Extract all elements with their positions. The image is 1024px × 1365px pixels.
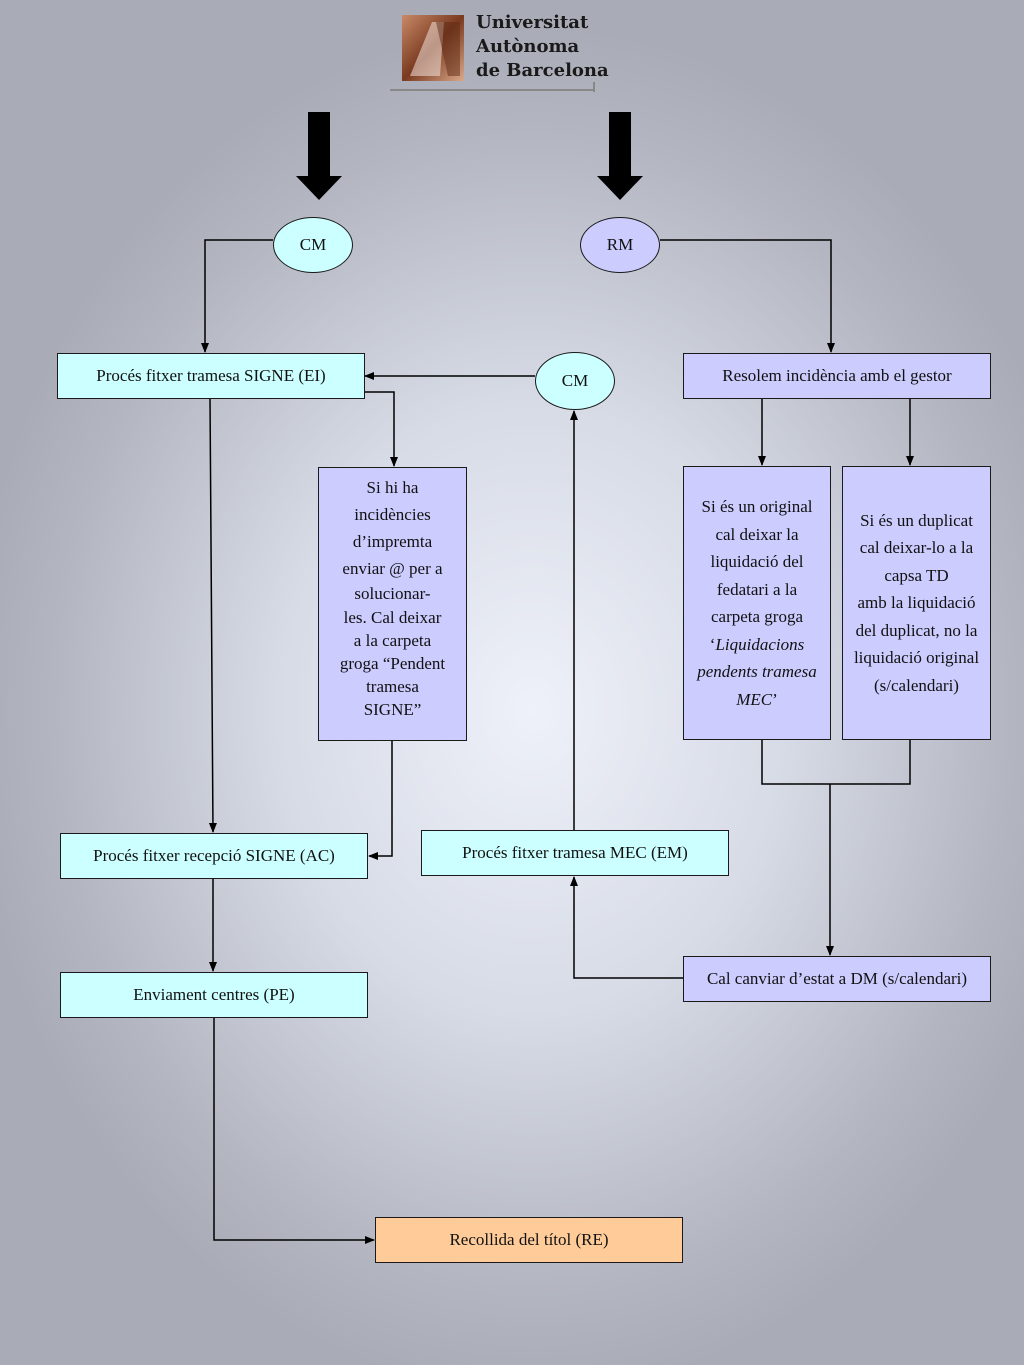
original-note-line: ‘Liquidacions xyxy=(709,634,805,654)
node-original-note: Si és un original cal deixar la liquidac… xyxy=(683,466,831,740)
imprempta-note-line: tramesa xyxy=(366,677,419,696)
original-note-line: MEC’ xyxy=(736,689,778,709)
node-canviar-dm: Cal canviar d’estat a DM (s/calendari) xyxy=(683,956,991,1002)
arrow-enviament-to-recollida xyxy=(213,1018,375,1244)
arrow-signe-ei-to-note xyxy=(365,391,398,467)
imprempta-note-line: les. Cal deixar xyxy=(343,608,442,627)
arrow-rm-to-gestor xyxy=(660,239,835,353)
entry-arrow-right xyxy=(597,112,643,200)
node-incidencia-gestor: Resolem incidència amb el gestor xyxy=(683,353,991,399)
original-note-line: fedatari a la xyxy=(716,579,798,599)
imprempta-note-line: d’impremta xyxy=(352,532,433,551)
imprempta-note-line: incidències xyxy=(354,505,431,524)
line-original-merge xyxy=(761,740,911,785)
node-imprempta-note: Si hi ha incidències d’impremta enviar @… xyxy=(318,467,467,741)
original-note-italic: pendents tramesa xyxy=(697,662,817,681)
entry-arrow-left xyxy=(296,112,342,200)
node-signe-ei: Procés fitxer tramesa SIGNE (EI) xyxy=(57,353,365,399)
arrow-signe-ei-to-recepcio xyxy=(208,397,217,833)
original-note-line: carpeta groga xyxy=(710,607,804,626)
imprempta-note-line: enviar @ per a xyxy=(342,559,443,578)
uab-logo-icon xyxy=(390,15,476,91)
imprempta-note-line: Si hi ha xyxy=(366,478,419,497)
imprempta-note-line: groga “Pendent xyxy=(339,654,446,673)
logo-name-line3: de Barcelona xyxy=(476,60,609,81)
node-tramesa-mec: Procés fitxer tramesa MEC (EM) xyxy=(421,830,729,876)
node-rm-top: RM xyxy=(580,217,660,273)
original-note-line: pendents tramesa xyxy=(687,658,827,686)
node-enviament-pe: Enviament centres (PE) xyxy=(60,972,368,1018)
original-note-italic: MEC xyxy=(736,689,773,709)
duplicat-note-line: del duplicat, no la xyxy=(855,620,978,640)
arrow-cm-to-signe-ei xyxy=(201,239,273,353)
duplicat-note-line: cal deixar-lo a la xyxy=(859,538,974,558)
imprempta-note-line: SIGNE” xyxy=(363,700,422,719)
node-duplicat-note: Si és un duplicat cal deixar-lo a la cap… xyxy=(842,466,991,740)
node-recepcio-ac: Procés fitxer recepció SIGNE (AC) xyxy=(60,833,368,879)
node-cm-mid: CM xyxy=(535,352,615,410)
original-note-line: Si és un original xyxy=(701,497,813,516)
logo-name-line1: Universitat xyxy=(476,12,589,33)
duplicat-note-line: capsa TD xyxy=(884,565,949,585)
node-recollida-re: Recollida del títol (RE) xyxy=(375,1217,683,1263)
duplicat-note-line: liquidació original xyxy=(853,648,980,668)
duplicat-note-line: (s/calendari) xyxy=(874,675,959,695)
original-note-line: cal deixar la xyxy=(715,524,799,544)
arrow-dm-to-mec xyxy=(570,876,683,979)
arrow-note-to-recepcio xyxy=(368,740,393,860)
original-note-italic: Liquidacions xyxy=(715,634,805,654)
university-logo: Universitat Autònoma de Barcelona xyxy=(390,10,609,94)
logo-name-line2: Autònoma xyxy=(476,36,580,57)
original-note-line: liquidació del xyxy=(710,552,804,571)
duplicat-note-line: amb la liquidació xyxy=(857,593,976,613)
duplicat-note-line: Si és un duplicat xyxy=(860,510,973,530)
imprempta-note-line: solucionar- xyxy=(354,584,431,603)
node-cm-top: CM xyxy=(273,217,353,273)
imprempta-note-line: a la carpeta xyxy=(353,631,432,650)
